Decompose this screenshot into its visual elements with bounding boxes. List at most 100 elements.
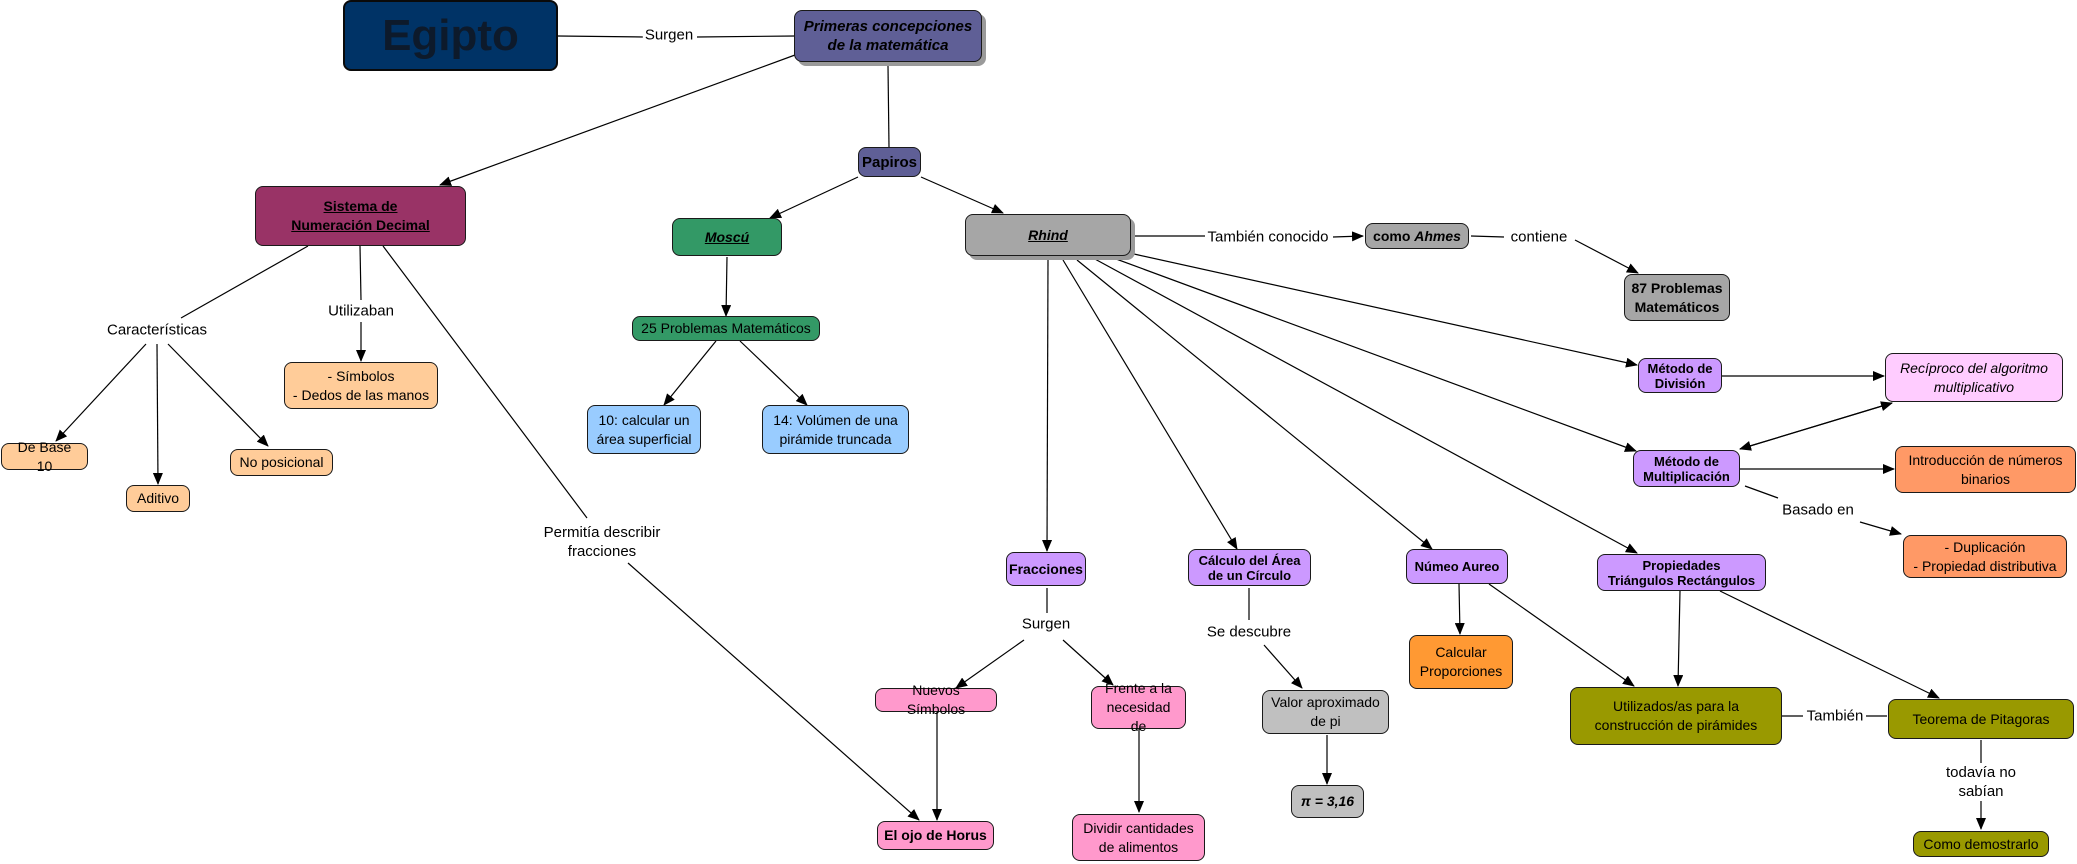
propiedades-triangulos-node[interactable]: Propiedades Triángulos Rectángulos — [1597, 554, 1766, 591]
edge — [1673, 590, 1684, 687]
fracciones-node[interactable]: Fracciones — [1006, 552, 1086, 586]
edge — [1042, 259, 1053, 552]
edge — [1488, 583, 1635, 687]
ojo-horus-node[interactable]: El ojo de Horus — [877, 821, 994, 850]
calculo-circulo-node[interactable]: Cálculo del Área de un Círculo — [1188, 549, 1311, 586]
primeras-concepciones-node[interactable]: Primeras concepciones de la matemática — [794, 10, 982, 62]
edge — [1574, 239, 1639, 274]
base-10-label: De Base 10 — [17, 438, 72, 474]
simbolos-node[interactable]: - Símbolos - Dedos de las manos — [284, 362, 438, 409]
no-posicional-node[interactable]: No posicional — [230, 449, 333, 476]
reciproco-node[interactable]: Recíproco del algoritmo multiplicativo — [1885, 353, 2063, 402]
rhind-label: Rhind — [1028, 226, 1068, 243]
edge — [1332, 231, 1364, 242]
edge — [739, 340, 808, 406]
no-posicional-label: No posicional — [239, 454, 324, 470]
como-ahmes-node[interactable]: como Ahmes — [1365, 223, 1469, 249]
fracciones-label: Fracciones — [1009, 560, 1083, 577]
problemas-25-label: 25 Problemas Matemáticos — [641, 320, 811, 336]
metodo-division-node[interactable]: Método de División — [1638, 358, 1722, 393]
link-label-basado-en: Basado en — [1780, 500, 1856, 520]
edge — [887, 65, 890, 148]
calcular-area-node[interactable]: 10: calcular un área superficial — [587, 405, 701, 454]
frente-necesidad-label: Frente a la necesidad de — [1105, 680, 1172, 734]
egipto-title: Egipto — [382, 10, 519, 60]
aditivo-node[interactable]: Aditivo — [126, 485, 190, 512]
numero-aureo-label: Númeo Aureo — [1414, 559, 1500, 574]
problemas-87-node[interactable]: 87 Problemas Matemáticos — [1624, 274, 1730, 321]
numero-aureo-node[interactable]: Númeo Aureo — [1406, 549, 1508, 584]
duplicacion-label: - Duplicación - Propiedad distributiva — [1913, 538, 2057, 574]
link-label-tambien-conocido: También conocido — [1205, 227, 1331, 247]
frente-necesidad-node[interactable]: Frente a la necesidad de — [1091, 680, 1186, 734]
construccion-piramides-node[interactable]: Utilizados/as para la construcción de pi… — [1570, 687, 1782, 745]
edge — [955, 639, 1025, 689]
duplicacion-node[interactable]: - Duplicación - Propiedad distributiva — [1903, 535, 2067, 578]
edge — [1133, 253, 1638, 368]
dividir-alimentos-label: Dividir cantidades de alimentos — [1083, 819, 1194, 855]
pi-value-node[interactable]: π = 3,16 — [1291, 785, 1364, 818]
volumen-piramide-node[interactable]: 14: Volúmen de una pirámide truncada — [762, 405, 909, 454]
edge — [920, 176, 1004, 214]
edge — [627, 562, 920, 821]
link-label-permitia: Permitía describir fracciones — [541, 523, 663, 561]
ojo-horus-label: El ojo de Horus — [884, 827, 987, 843]
calcular-proporciones-label: Calcular Proporciones — [1419, 644, 1503, 679]
calculo-circulo-label: Cálculo del Área de un Círculo — [1198, 552, 1301, 583]
edge — [769, 176, 859, 219]
numeros-binarios-node[interactable]: Introducción de números binarios — [1895, 446, 2076, 493]
papiros-node[interactable]: Papiros — [858, 147, 921, 177]
teorema-pitagoras-label: Teorema de Pitagoras — [1912, 710, 2050, 727]
edge — [439, 54, 796, 186]
rhind-node[interactable]: Rhind — [965, 214, 1131, 256]
edge — [1076, 259, 1433, 550]
como-demostrarlo-node[interactable]: Como demostrarlo — [1913, 831, 2049, 857]
moscu-node[interactable]: Moscú — [672, 218, 782, 256]
papiros-label: Papiros — [861, 153, 918, 171]
edge — [382, 245, 588, 519]
edge — [1470, 235, 1505, 238]
sistema-numeracion-node[interactable]: Sistema de Numeración Decimal — [255, 186, 466, 246]
nuevos-simbolos-label: Nuevos Símbolos — [906, 682, 966, 717]
dividir-alimentos-node[interactable]: Dividir cantidades de alimentos — [1072, 814, 1205, 861]
edge — [1859, 521, 1902, 536]
edge — [1107, 255, 1637, 452]
edge — [55, 343, 147, 442]
link-label-tambien: También — [1804, 706, 1866, 726]
edge — [1092, 257, 1638, 554]
metodo-multiplicacion-node[interactable]: Método de Multiplicación — [1633, 450, 1740, 487]
edge — [721, 256, 732, 317]
moscu-label: Moscú — [704, 228, 750, 245]
valor-pi-node[interactable]: Valor aproximado de pi — [1262, 690, 1389, 734]
volumen-piramide-label: 14: Volúmen de una pirámide truncada — [773, 411, 898, 447]
edge — [1744, 485, 1779, 499]
construccion-piramides-label: Utilizados/as para la construcción de pi… — [1594, 698, 1758, 733]
edge — [557, 35, 645, 38]
problemas-25-node[interactable]: 25 Problemas Matemáticos — [632, 316, 820, 341]
teorema-pitagoras-node[interactable]: Teorema de Pitagoras — [1888, 699, 2074, 739]
sistema-numeracion-label: Sistema de Numeración Decimal — [291, 198, 430, 233]
link-label-utilizaban: Utilizaban — [326, 301, 396, 321]
pi-value-label: π = 3,16 — [1300, 793, 1355, 809]
como-demostrarlo-label: Como demostrarlo — [1923, 835, 2039, 852]
egipto-title-box: Egipto — [343, 0, 558, 71]
edge — [696, 35, 796, 38]
reciproco-label: Recíproco del algoritmo multiplicativo — [1900, 359, 2048, 395]
link-label-surgen: Surgen — [642, 25, 696, 45]
propiedades-triangulos-label: Propiedades Triángulos Rectángulos — [1607, 557, 1756, 588]
nuevos-simbolos-node[interactable]: Nuevos Símbolos — [875, 682, 997, 717]
edge — [152, 343, 163, 485]
edge — [167, 343, 269, 447]
metodo-multiplicacion-label: Método de Multiplicación — [1643, 453, 1730, 484]
edge — [180, 245, 309, 319]
base-10-node[interactable]: De Base 10 — [1, 439, 88, 474]
primeras-concepciones-label: Primeras concepciones de la matemática — [803, 18, 973, 54]
problemas-87-label: 87 Problemas Matemáticos — [1631, 279, 1723, 315]
calcular-proporciones-node[interactable]: Calcular Proporciones — [1409, 635, 1513, 689]
edge — [1454, 583, 1465, 635]
simbolos-label: - Símbolos - Dedos de las manos — [292, 367, 430, 403]
edge — [1719, 590, 1940, 699]
metodo-division-label: Método de División — [1647, 360, 1713, 391]
link-label-se-descubre: Se descubre — [1204, 622, 1294, 642]
